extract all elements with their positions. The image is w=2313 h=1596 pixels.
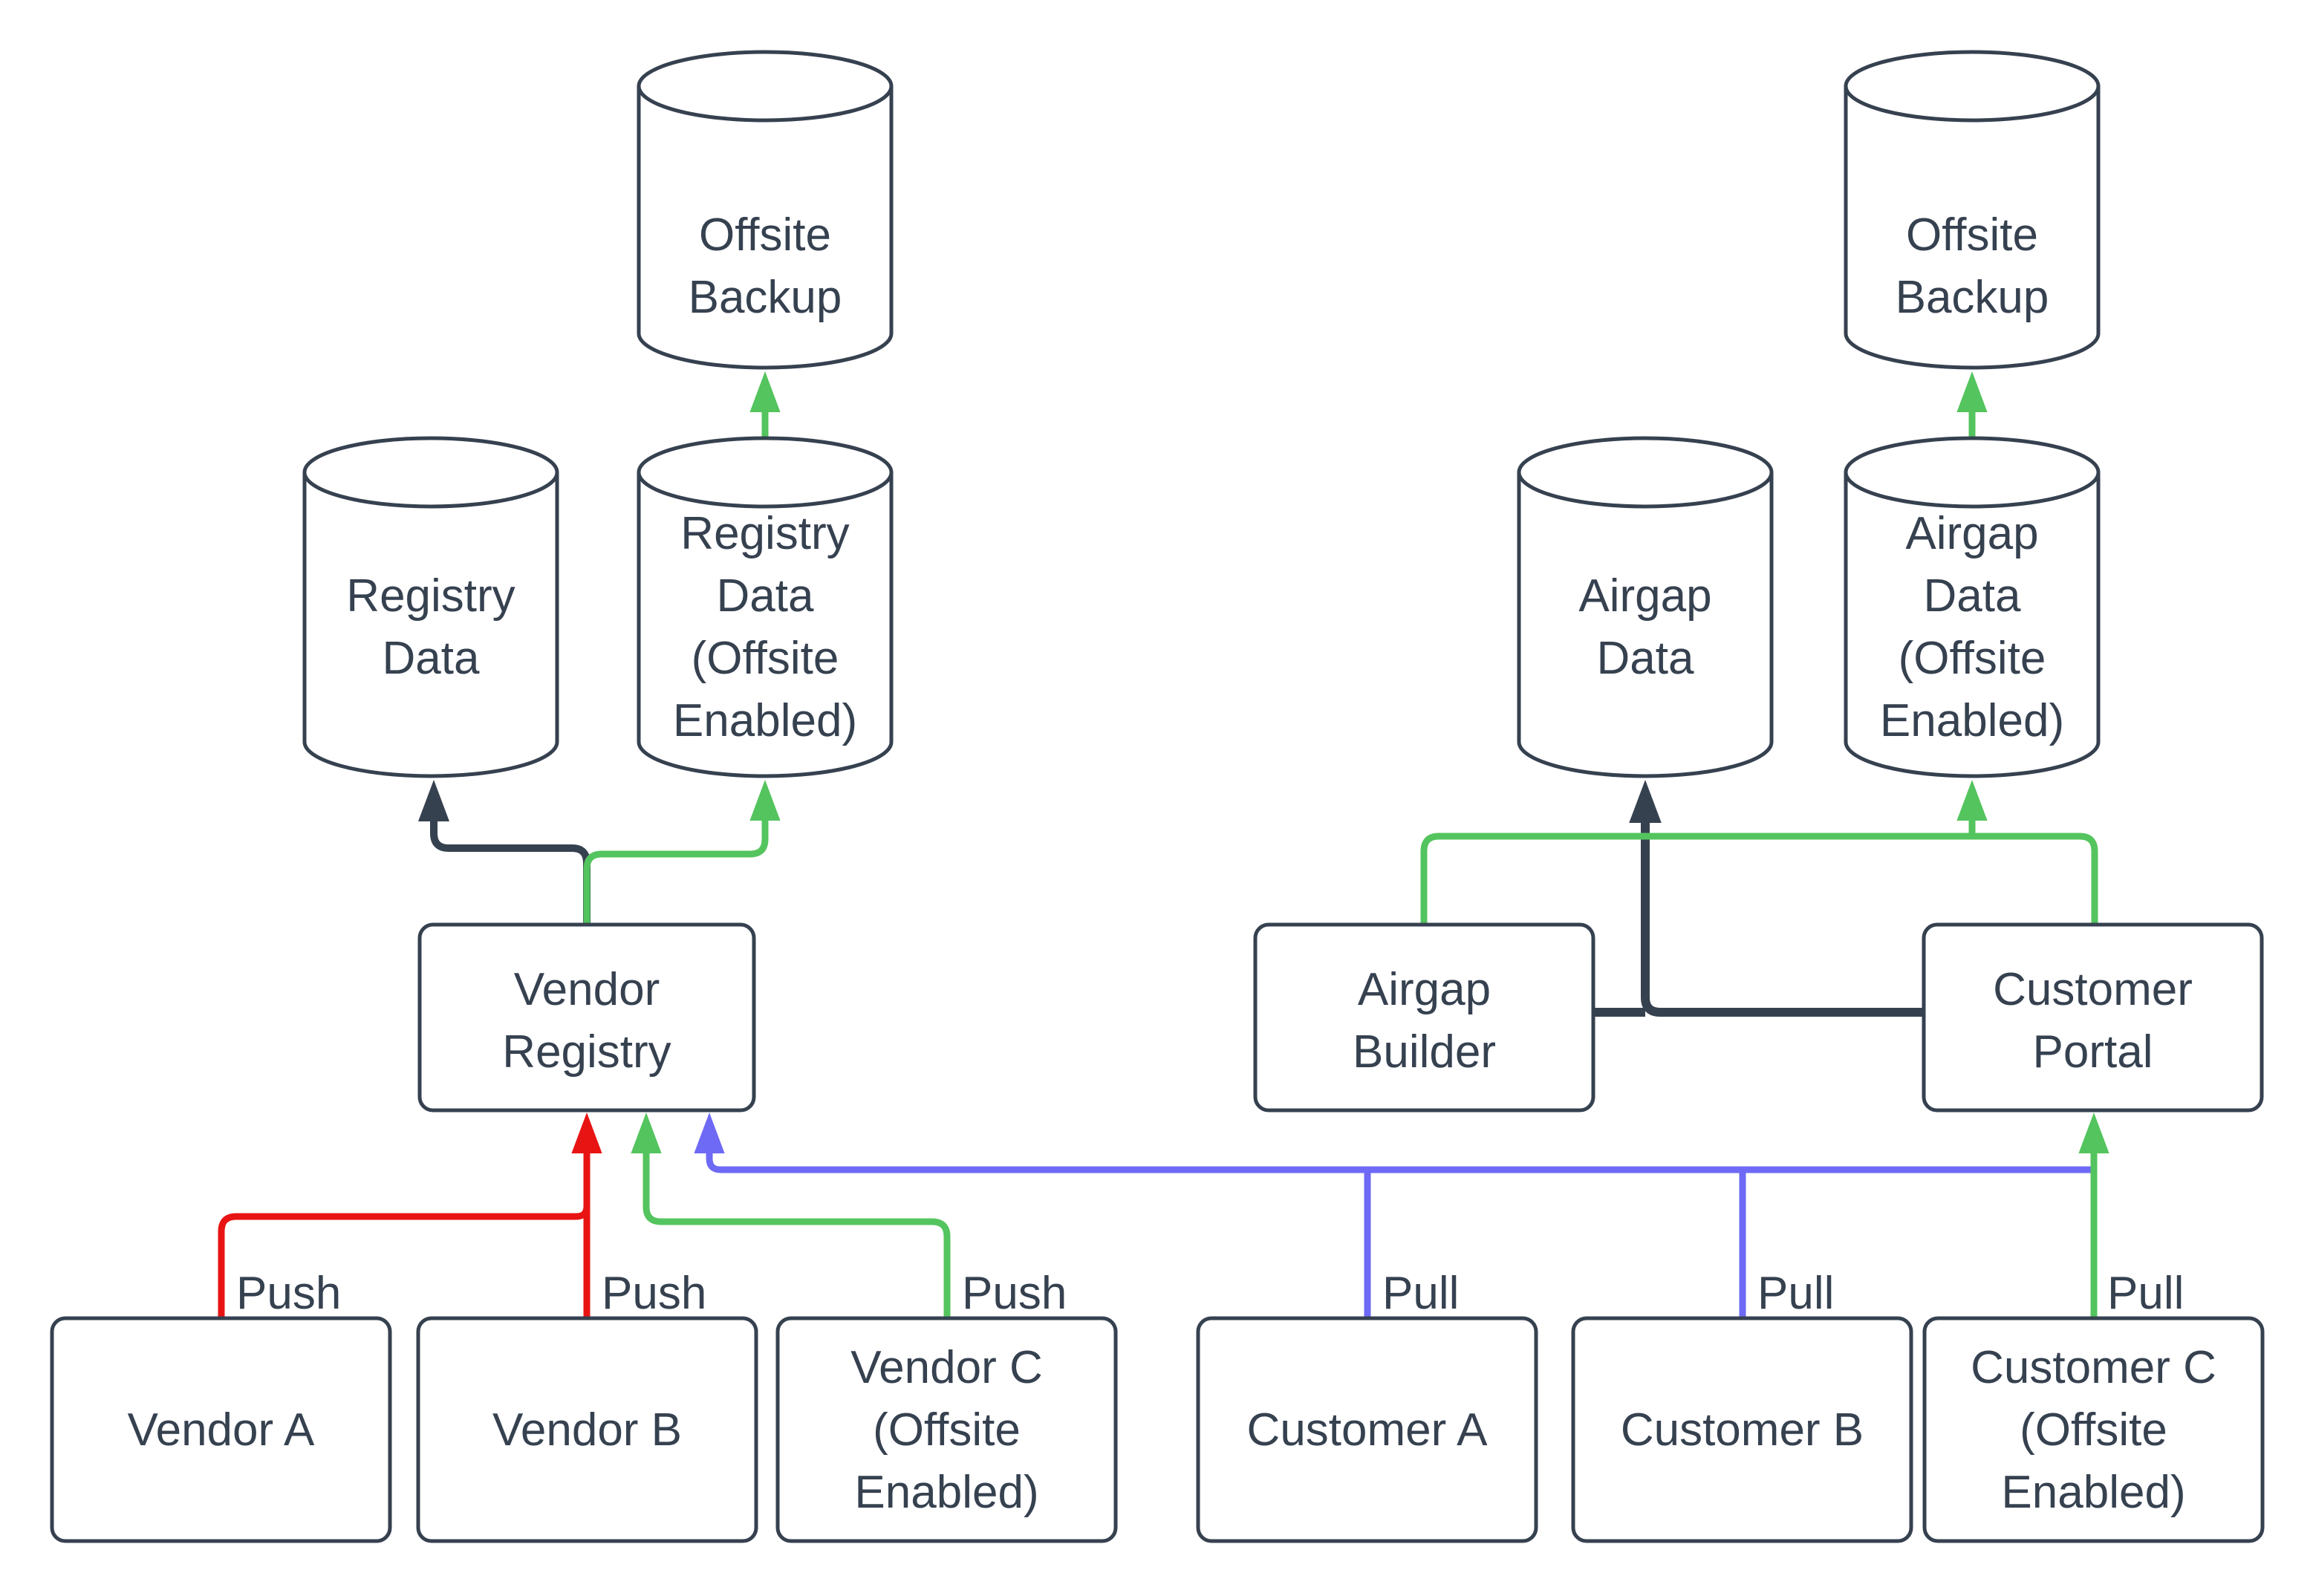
label-push-vendor-c: Push	[962, 1268, 1067, 1319]
customer-b-label: Customer B	[1621, 1404, 1864, 1456]
node-customer-b: Customer B	[1571, 1316, 1913, 1543]
vendor-b-push-line-arrowhead-icon	[571, 1113, 602, 1153]
airgap-data-offsite-cylinder-body	[1844, 472, 2101, 778]
customers-to-vendor-registry-arrowhead-icon	[694, 1113, 725, 1153]
label-pull-customer-c: Pull	[2107, 1268, 2184, 1319]
registry-data-cylinder-top	[302, 436, 559, 509]
airgap-to-airgap-data-line	[1641, 817, 1924, 1017]
edge-registry-offsite-to-offsite-backup	[749, 371, 781, 437]
vendor-a-label: Vendor A	[128, 1404, 315, 1456]
vendor-c-push-line-line	[642, 1147, 951, 1318]
customers-to-vendor-registry-line	[706, 1147, 2091, 1173]
airgap-offsite-to-offsite-backup-arrowhead-icon	[1956, 371, 1988, 412]
vendor-registry-to-registry-data-arrowhead-icon	[418, 780, 449, 821]
label-pull-customer-b: Pull	[1757, 1268, 1834, 1319]
offsite-backup-right-cylinder-top	[1844, 50, 2101, 123]
registry-offsite-to-offsite-backup-arrowhead-icon	[749, 371, 781, 412]
edge-airgap-builder-customer-portal-link	[1420, 833, 2098, 925]
airgap-builder-box	[1253, 922, 1595, 1113]
vendor-registry-to-registry-data-offsite-line	[583, 815, 769, 925]
edge-labels-layer: Push Push Push Pull Pull Pull	[236, 1268, 2184, 1319]
node-vendor-b: Vendor B	[416, 1316, 758, 1543]
node-vendor-a: Vendor A	[50, 1316, 392, 1543]
label-push-vendor-b: Push	[602, 1268, 706, 1319]
label-push-vendor-a: Push	[236, 1268, 341, 1319]
airgap-data-offsite-cylinder-top	[1844, 436, 2101, 509]
vendor-registry-to-registry-data-offsite-arrowhead-icon	[749, 780, 781, 821]
edge-airgap-to-airgap-data	[1629, 780, 1924, 1017]
customer-c-pull-line-arrowhead-icon	[2078, 1113, 2109, 1153]
customer-portal-box	[1922, 922, 2264, 1113]
airgap-builder-customer-portal-link-line	[1420, 833, 2098, 925]
vendor-b-label: Vendor B	[492, 1404, 682, 1456]
registry-data-cylinder-body	[302, 472, 559, 778]
customer-c-box	[1922, 1316, 2265, 1543]
offsite-backup-right-cylinder-body	[1844, 86, 2101, 370]
offsite-backup-left-cylinder-top	[637, 50, 894, 123]
vendor-registry-box	[417, 922, 756, 1113]
vendor-c-box	[775, 1316, 1118, 1543]
customer-a-label: Customer A	[1247, 1404, 1489, 1456]
edge-branch-to-airgap-data-offsite	[1956, 780, 1988, 836]
edge-vendor-b-push-line	[571, 1113, 602, 1318]
airgap-data-cylinder-top	[1517, 436, 1774, 509]
branch-to-airgap-data-offsite-arrowhead-icon	[1956, 780, 1988, 821]
vendor-registry-to-registry-data-line	[430, 815, 591, 925]
airgap-to-airgap-data-arrowhead-icon	[1629, 780, 1662, 823]
edge-customers-to-vendor-registry	[694, 1113, 2091, 1173]
edge-vendor-registry-to-registry-data-offsite	[583, 780, 781, 925]
vendor-a-box	[50, 1316, 392, 1543]
vendor-b-box	[416, 1316, 758, 1543]
registry-data-offsite-cylinder-body	[637, 472, 894, 778]
customer-b-box	[1571, 1316, 1913, 1543]
registry-data-offsite-cylinder-top	[637, 436, 894, 509]
offsite-backup-left-cylinder-body	[637, 86, 894, 370]
edge-vendor-c-push-line	[631, 1113, 951, 1318]
airgap-data-cylinder-body	[1517, 472, 1774, 778]
edges-layer	[218, 371, 2109, 1318]
edge-airgap-offsite-to-offsite-backup	[1956, 371, 1988, 437]
customer-a-box	[1196, 1316, 1538, 1543]
edge-vendor-registry-to-registry-data	[418, 780, 591, 925]
label-pull-customer-a: Pull	[1382, 1268, 1459, 1319]
edge-customer-c-pull-line	[2078, 1113, 2109, 1318]
vendor-c-push-line-arrowhead-icon	[631, 1113, 662, 1153]
node-customer-a: Customer A	[1196, 1316, 1538, 1543]
